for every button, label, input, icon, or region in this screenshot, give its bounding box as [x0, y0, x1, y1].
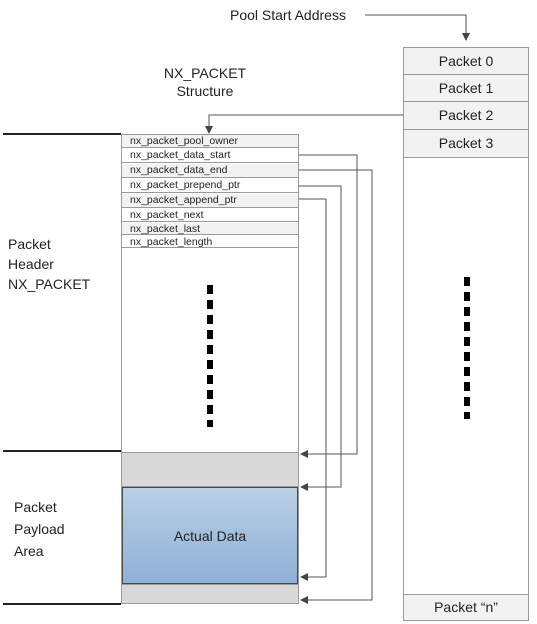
pool-start-address-label: Pool Start Address: [230, 7, 346, 23]
field-length: nx_packet_length: [122, 236, 298, 248]
field-prepend-ptr: nx_packet_prepend_ptr: [122, 179, 298, 193]
actual-data-label: Actual Data: [173, 527, 247, 544]
packet-header-label-line-2: Header: [8, 256, 54, 272]
structure-label-line-2: Structure: [176, 83, 234, 99]
packet-header-label: Packet Header NX_PACKET: [8, 234, 90, 294]
packet-header-label-line-1: Packet: [8, 236, 51, 252]
packet-payload-label-line-2: Payload: [14, 521, 65, 537]
field-data-end: nx_packet_data_end: [122, 164, 298, 178]
payload-top-gap: [122, 452, 298, 487]
packet-payload-label: Packet Payload Area: [14, 496, 65, 562]
structure-label: NX_PACKET Structure: [140, 64, 270, 100]
packet-3: Packet 3: [404, 130, 528, 158]
field-next: nx_packet_next: [122, 209, 298, 222]
pool-continuation-dashes: [464, 277, 470, 419]
packet-payload-label-line-1: Packet: [14, 499, 57, 515]
packet-header-label-line-3: NX_PACKET: [8, 276, 91, 292]
packet-n: Packet “n”: [404, 594, 528, 620]
packet-pool: Packet 0 Packet 1 Packet 2 Packet 3 Pack…: [403, 47, 529, 621]
packet-2: Packet 2: [404, 102, 528, 130]
payload-bottom-gap: [122, 584, 298, 603]
actual-data-area: Actual Data: [122, 487, 298, 584]
field-last: nx_packet_last: [122, 223, 298, 235]
packet-payload-label-line-3: Area: [14, 543, 44, 559]
packet-0: Packet 0: [404, 48, 528, 75]
field-data-start: nx_packet_data_start: [122, 149, 298, 163]
nx-packet-structure: nx_packet_pool_owner nx_packet_data_star…: [121, 134, 299, 604]
field-append-ptr: nx_packet_append_ptr: [122, 194, 298, 208]
packet-1: Packet 1: [404, 75, 528, 102]
structure-label-line-1: NX_PACKET: [163, 65, 247, 81]
header-continuation-dashes: [207, 285, 213, 427]
field-pool-owner: nx_packet_pool_owner: [122, 135, 298, 148]
